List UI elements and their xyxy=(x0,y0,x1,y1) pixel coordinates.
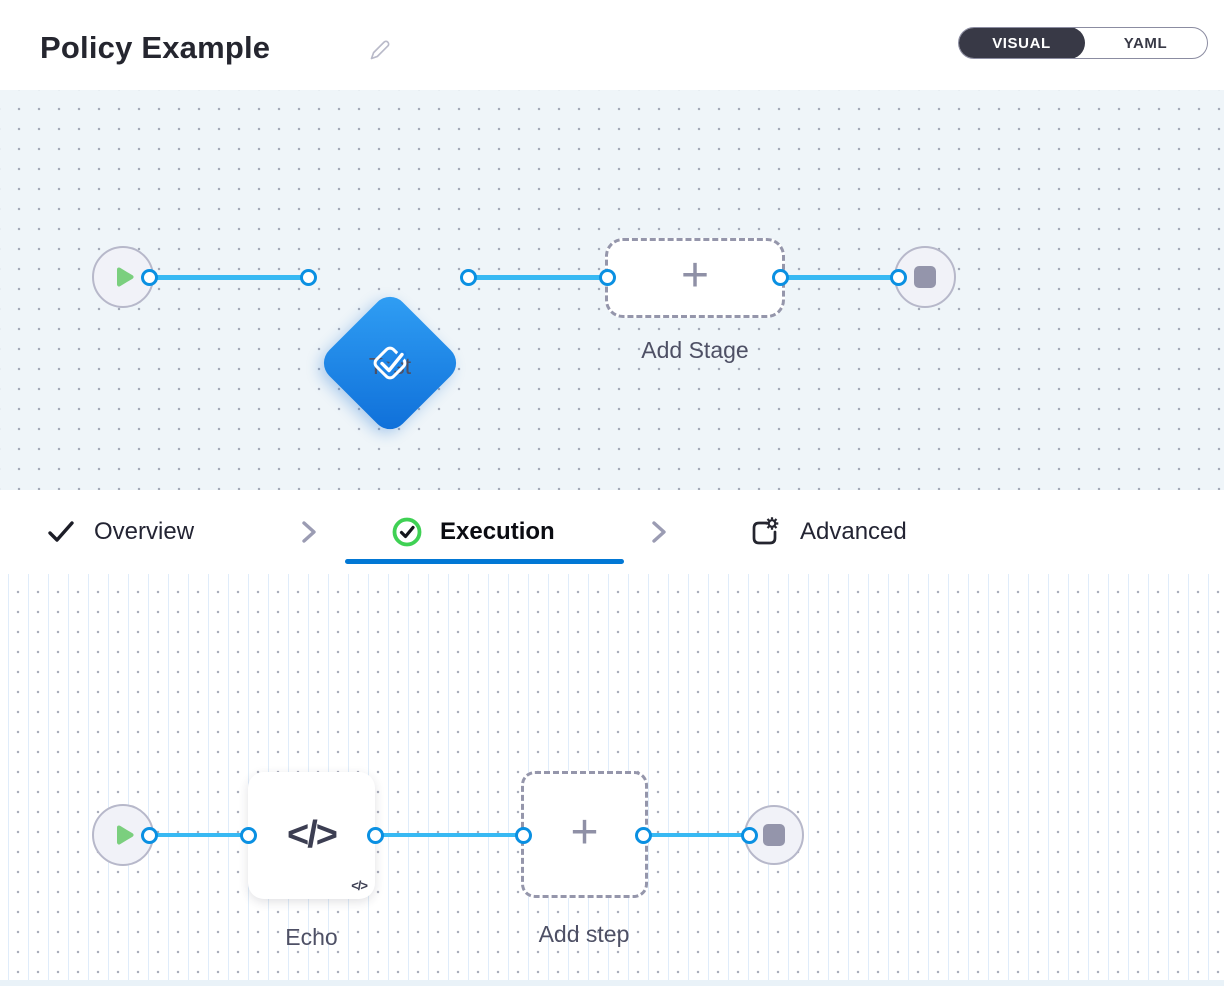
active-tab-underline xyxy=(345,559,624,564)
tab-advanced[interactable]: Advanced xyxy=(747,490,907,574)
connector-line xyxy=(468,275,608,280)
success-circle-check-icon xyxy=(392,517,422,547)
connector-line xyxy=(643,833,749,837)
add-step-button[interactable]: + xyxy=(521,771,648,898)
execution-graph-canvas[interactable]: </> </> Echo + Add step xyxy=(0,574,1224,980)
advanced-settings-icon xyxy=(752,517,779,545)
connector-line xyxy=(780,275,898,280)
connector-port[interactable] xyxy=(599,269,616,286)
play-icon xyxy=(117,825,134,845)
connector-line xyxy=(150,833,248,837)
connector-port[interactable] xyxy=(141,827,158,844)
connector-port[interactable] xyxy=(515,827,532,844)
add-stage-button[interactable]: + xyxy=(605,238,785,318)
code-icon: </> xyxy=(287,814,338,856)
header: Policy Example VISUAL YAML xyxy=(0,0,1224,90)
add-stage-label: Add Stage xyxy=(641,337,749,363)
page-title: Policy Example xyxy=(40,30,271,65)
visual-yaml-toggle[interactable]: VISUAL YAML xyxy=(958,27,1208,59)
chevron-right-icon xyxy=(652,521,666,543)
connector-port[interactable] xyxy=(141,269,158,286)
connector-port[interactable] xyxy=(300,269,317,286)
connector-port[interactable] xyxy=(240,827,257,844)
toggle-yaml-button[interactable]: YAML xyxy=(1123,34,1168,52)
tab-execution[interactable]: Execution xyxy=(391,490,555,574)
bottom-panel-edge xyxy=(0,980,1224,986)
tab-overview[interactable]: Overview xyxy=(45,490,194,574)
connector-port[interactable] xyxy=(460,269,477,286)
connector-line xyxy=(150,275,310,280)
tab-overview-label: Overview xyxy=(94,518,195,545)
stop-icon xyxy=(763,824,785,846)
play-icon xyxy=(117,267,134,287)
edit-title-icon[interactable] xyxy=(368,38,392,62)
connector-port[interactable] xyxy=(635,827,652,844)
connector-port[interactable] xyxy=(741,827,758,844)
check-icon xyxy=(48,521,74,542)
tab-execution-label: Execution xyxy=(440,518,555,545)
wizard-tab-bar: Overview Execution Advanced xyxy=(0,490,1224,574)
toggle-visual-button[interactable]: VISUAL xyxy=(959,28,1085,58)
connector-line xyxy=(375,833,523,837)
connector-port[interactable] xyxy=(890,269,907,286)
tab-advanced-label: Advanced xyxy=(800,518,907,545)
add-step-label: Add step xyxy=(538,921,630,947)
connector-port[interactable] xyxy=(772,269,789,286)
stop-icon xyxy=(914,266,936,288)
connector-port[interactable] xyxy=(367,827,384,844)
chevron-right-icon xyxy=(302,521,316,543)
stage-graph-canvas[interactable]: Test + Add Stage xyxy=(0,90,1224,490)
step-node-label: Echo xyxy=(285,924,338,950)
step-node-echo[interactable]: </> </> xyxy=(248,772,375,899)
plus-icon: + xyxy=(680,249,710,302)
plus-icon: + xyxy=(570,805,599,859)
code-badge-icon: </> xyxy=(351,878,368,893)
stage-node-label: Test xyxy=(368,353,412,379)
